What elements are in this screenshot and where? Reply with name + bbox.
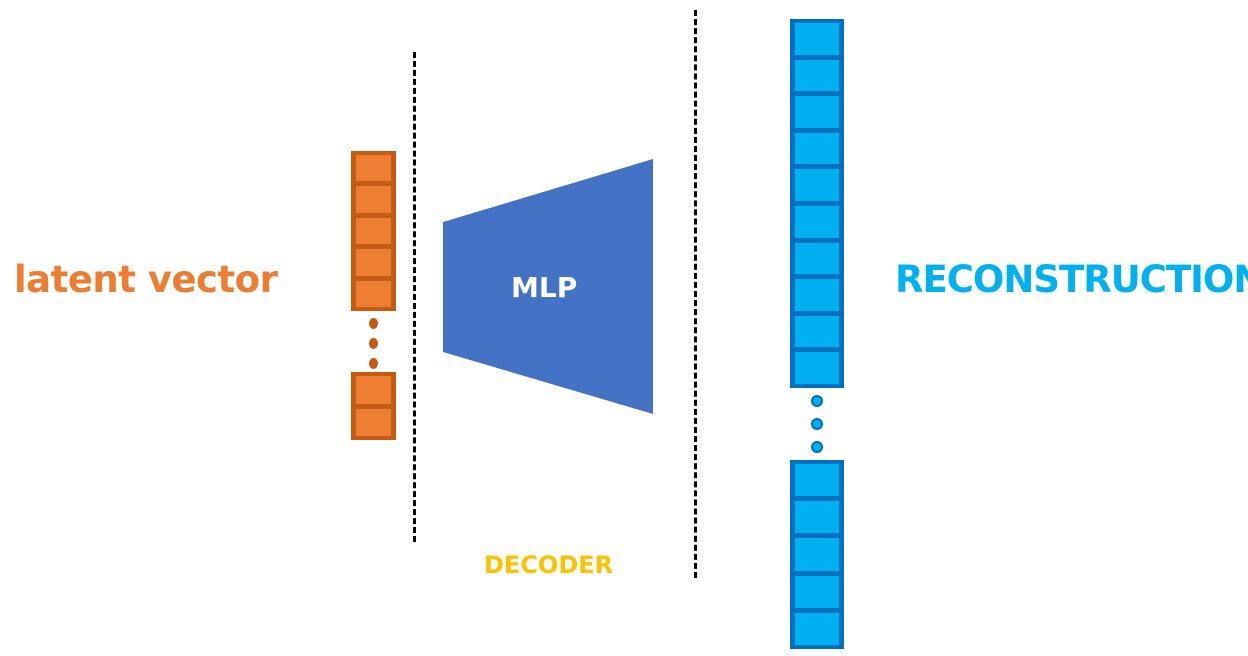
- latent-vector-label: latent vector: [14, 258, 278, 301]
- latent-ellipsis-dot: [369, 338, 378, 349]
- reconstruction-cell: [795, 315, 839, 348]
- reconstruction-cell: [795, 352, 839, 384]
- latent-ellipsis-dot: [369, 318, 378, 329]
- latent-vector-top-block: [351, 151, 396, 311]
- reconstruction-cell: [795, 205, 839, 238]
- reconstruction-cell: [795, 279, 839, 311]
- reconstruction-ellipsis-dot: [811, 418, 823, 430]
- reconstruction-cell: [795, 538, 839, 571]
- reconstruction-cell: [795, 96, 839, 128]
- latent-cell: [356, 408, 391, 436]
- reconstruction-cell: [795, 501, 839, 534]
- decoder-label: DECODER: [484, 551, 614, 579]
- latent-cell: [356, 249, 391, 276]
- reconstruction-cell: [795, 59, 839, 92]
- mlp-shape: [443, 159, 653, 414]
- decoder-left-divider: [413, 52, 416, 542]
- reconstruction-label: RECONSTRUCTION: [895, 258, 1248, 301]
- mlp-label: MLP: [511, 271, 578, 304]
- reconstruction-cell: [795, 132, 839, 165]
- latent-vector-bottom-block: [351, 372, 396, 440]
- latent-cell: [356, 186, 391, 213]
- latent-cell: [356, 280, 391, 308]
- reconstruction-cell: [795, 612, 839, 646]
- reconstruction-cell: [795, 242, 839, 275]
- latent-cell: [356, 217, 391, 245]
- reconstruction-ellipsis-dot: [811, 395, 823, 407]
- reconstruction-bottom-block: [790, 460, 844, 649]
- decoder-right-divider: [694, 10, 697, 578]
- latent-cell: [356, 155, 391, 182]
- reconstruction-cell: [795, 169, 839, 201]
- reconstruction-cell: [795, 23, 839, 55]
- reconstruction-cell: [795, 575, 839, 608]
- reconstruction-cell: [795, 464, 839, 497]
- reconstruction-top-block: [790, 19, 844, 388]
- latent-ellipsis-dot: [369, 358, 378, 369]
- latent-cell: [356, 376, 391, 404]
- reconstruction-ellipsis-dot: [811, 441, 823, 453]
